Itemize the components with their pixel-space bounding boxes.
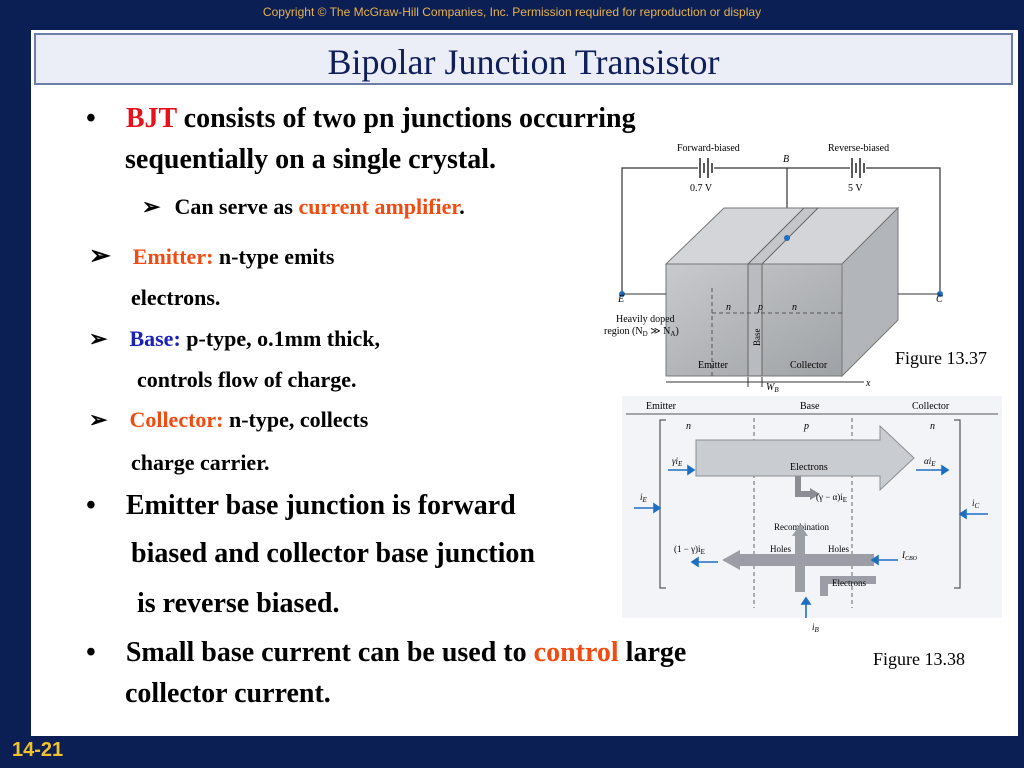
b-terminal-label: B — [783, 154, 789, 165]
electrons-label: Electrons — [790, 462, 828, 473]
junction-lines — [711, 288, 842, 376]
electrons-down-arrow — [820, 576, 876, 596]
arrow-marker: ➢ — [89, 326, 108, 351]
forward-voltage-label: 0.7 V — [690, 183, 713, 194]
base-term: Base: — [129, 326, 181, 351]
electron-flow-arrow — [695, 424, 915, 492]
base-up-arrowhead — [792, 524, 808, 536]
ie-label: iE — [640, 492, 648, 504]
bullet-3-text-pre: Small base current can be used to — [125, 637, 534, 668]
collector-text: n-type, collects — [223, 407, 369, 432]
holes-right-label: Holes — [828, 544, 849, 554]
reverse-voltage-label: 5 V — [848, 183, 863, 194]
ic-label: iC — [972, 498, 980, 510]
bullet-1-sub: ➢ Can serve as current amplifier. — [142, 194, 465, 220]
bullet-marker: • — [86, 103, 96, 134]
collector-term: Collector: — [129, 407, 224, 432]
base-header: Base — [800, 401, 820, 412]
bullet-2-text: Emitter base junction is forward — [125, 490, 516, 521]
gamma-ie-label: γiE — [672, 456, 683, 468]
x-axis-label: x — [865, 378, 871, 389]
one-minus-gamma-label: (1 − γ)iE — [674, 544, 705, 556]
bullet-2-line-2: biased and collector base junction — [131, 538, 535, 569]
collector-line-2: charge carrier. — [131, 450, 270, 475]
base-vertical-label: Base — [752, 329, 762, 347]
c-terminal-label: C — [936, 294, 943, 305]
fig2-n-left: n — [686, 421, 691, 432]
doping-line-2: region (ND ≫ NA) — [604, 326, 679, 338]
slide: Bipolar Junction Transistor • BJT consist… — [31, 30, 1018, 736]
slide-title: Bipolar Junction Transistor — [327, 42, 720, 82]
sub-text-pre: Can serve as — [174, 194, 299, 219]
electrons-small-label: Electrons — [832, 578, 866, 588]
bullet-3-line-2: collector current. — [125, 678, 331, 709]
collector-block-label: Collector — [790, 360, 828, 371]
fig2-n-right: n — [930, 421, 935, 432]
p-mid-label: p — [757, 302, 763, 313]
arrow-marker: ➢ — [89, 241, 111, 270]
arrow-marker: ➢ — [89, 407, 108, 432]
copyright-notice: Copyright © The McGraw-Hill Companies, I… — [262, 5, 762, 19]
wb-dimension — [666, 377, 864, 387]
current-amplifier-term: current amplifier — [298, 194, 460, 219]
current-arrows — [634, 464, 988, 618]
base-text: p-type, o.1mm thick, — [180, 326, 380, 351]
n-right-label: n — [792, 302, 797, 313]
bullet-1-line-1: • BJT consists of two pn junctions occurr… — [86, 103, 636, 135]
emitter-text: n-type emits — [213, 244, 335, 269]
holes-arrowhead — [722, 550, 740, 570]
fig2-p-mid: p — [803, 421, 809, 432]
bullet-marker: • — [86, 490, 96, 521]
collector-item: ➢ Collector: n-type, collects — [89, 407, 368, 433]
figure-2-background — [622, 396, 1002, 618]
emitter-item: ➢ Emitter: n-type emits — [89, 241, 334, 271]
bjt-term: BJT — [125, 103, 177, 134]
figure-13-37: Forward-biased Reverse-biased 0.7 V 5 V … — [604, 143, 943, 392]
bullet-marker: • — [86, 637, 96, 668]
bullet-2-line-1: • Emitter base junction is forward — [86, 490, 516, 522]
gamma-minus-alpha-label: (γ − α)iE — [816, 492, 847, 504]
title-box: Bipolar Junction Transistor — [34, 33, 1013, 85]
emitter-line-2: electrons. — [131, 285, 221, 310]
bullet-2-line-3: is reverse biased. — [137, 588, 340, 619]
emitter-term: Emitter: — [132, 244, 214, 269]
control-term: control — [533, 637, 619, 668]
icbo-label: ICBO — [901, 550, 918, 562]
emitter-header: Emitter — [646, 401, 677, 412]
emitter-block-label: Emitter — [698, 360, 729, 371]
doping-line-1: Heavily doped — [616, 314, 675, 325]
battery-forward-icon — [699, 158, 713, 178]
base-line-2: controls flow of charge. — [137, 367, 357, 392]
bullet-1-line-2: sequentially on a single crystal. — [125, 144, 497, 175]
n-left-label: n — [726, 302, 731, 313]
page-number: 14-21 — [12, 739, 64, 761]
bullet-3-line-1: • Small base current can be used to contr… — [86, 637, 686, 669]
wb-label: WB — [766, 382, 779, 392]
slide-body: • BJT consists of two pn junctions occurr… — [31, 30, 1018, 736]
base-slab-front — [747, 263, 763, 377]
forward-biased-label: Forward-biased — [677, 143, 740, 154]
arrow-marker: ➢ — [142, 194, 161, 219]
bullet-1-text: consists of two pn junctions occurring — [176, 103, 636, 134]
left-bracket — [659, 419, 666, 589]
alpha-ie-label: αiE — [924, 456, 936, 468]
base-item: ➢ Base: p-type, o.1mm thick, — [89, 326, 380, 352]
bullet-3-text-post: large — [618, 637, 687, 668]
figure-13-37-caption: Figure 13.37 — [895, 348, 987, 368]
ib-label: iB — [812, 622, 820, 634]
figure-13-38-caption: Figure 13.38 — [873, 649, 965, 669]
right-bracket — [954, 419, 961, 589]
recombination-arrow — [795, 476, 812, 497]
e-terminal-label: E — [617, 294, 624, 305]
base-terminal-dot — [784, 235, 790, 241]
collector-header: Collector — [912, 401, 950, 412]
recombination-arrowhead — [810, 488, 820, 500]
sub-text-post: . — [459, 194, 465, 219]
battery-reverse-icon — [851, 158, 865, 178]
holes-left-label: Holes — [770, 544, 791, 554]
figure-13-38: Emitter Base Collector n p n Electrons (… — [622, 396, 1002, 634]
reverse-biased-label: Reverse-biased — [828, 143, 889, 154]
